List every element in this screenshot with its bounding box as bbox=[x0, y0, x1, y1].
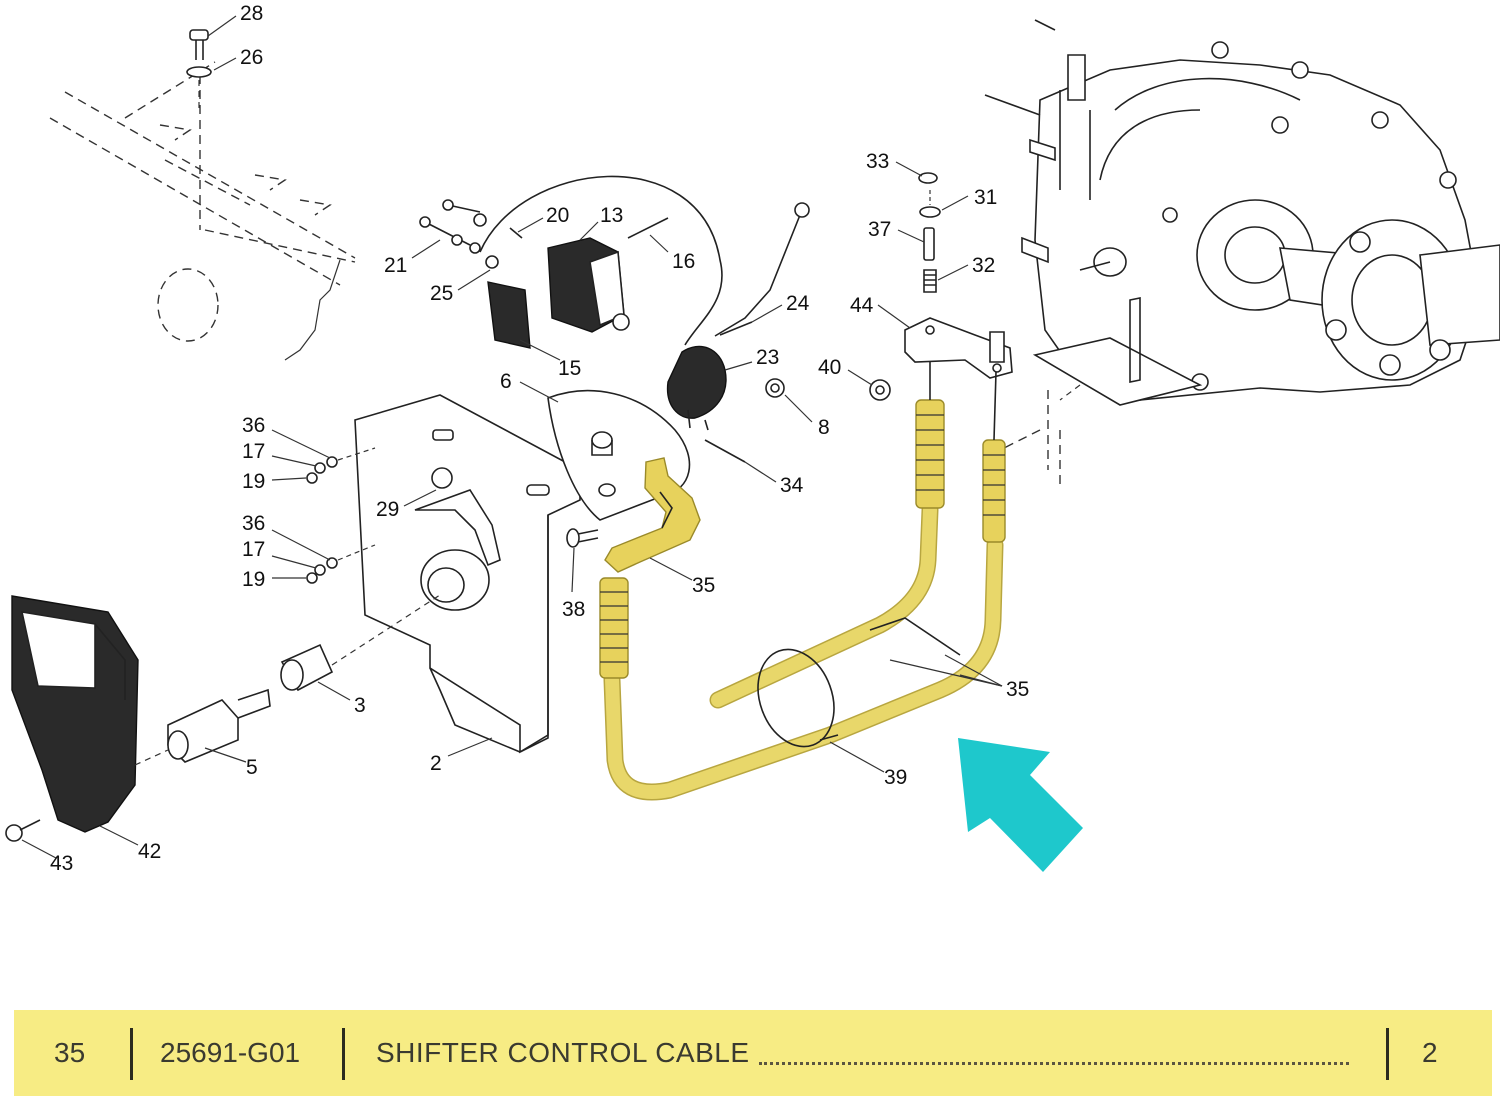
linkage-hardware bbox=[869, 172, 1049, 470]
callout-39: 39 bbox=[884, 766, 907, 789]
callout-24: 24 bbox=[786, 292, 810, 315]
callout-3: 3 bbox=[354, 694, 366, 717]
leader-dots bbox=[759, 1062, 1349, 1065]
shift-lever bbox=[604, 457, 701, 573]
callout-33: 33 bbox=[866, 150, 889, 173]
shift-knob bbox=[11, 595, 139, 833]
column-divider bbox=[130, 1028, 133, 1080]
callout-36-lower: 36 bbox=[242, 512, 265, 535]
callout-37: 37 bbox=[868, 218, 891, 241]
callout-15: 15 bbox=[558, 357, 581, 380]
callout-17-lower: 17 bbox=[242, 538, 265, 561]
callout-40: 40 bbox=[818, 356, 841, 379]
callout-17-upper: 17 bbox=[242, 440, 265, 463]
cable-tie bbox=[757, 648, 839, 748]
arrow-pointer-icon bbox=[958, 738, 1083, 872]
callout-28: 28 bbox=[240, 2, 263, 25]
callout-labels: 28 26 20 13 16 21 25 15 24 23 6 8 34 36 … bbox=[50, 2, 1029, 875]
solenoid-assembly bbox=[419, 175, 810, 349]
buzzer-assembly bbox=[666, 321, 785, 463]
part-number: 25691-G01 bbox=[160, 1037, 301, 1068]
part-description: SHIFTER CONTROL CABLE bbox=[376, 1037, 750, 1068]
callout-19-lower: 19 bbox=[242, 568, 265, 591]
parts-list-row: 35 25691-G01 SHIFTER CONTROL CABLE 2 bbox=[14, 1010, 1492, 1096]
callout-8: 8 bbox=[818, 416, 830, 439]
callout-6: 6 bbox=[500, 370, 512, 393]
callout-19-upper: 19 bbox=[242, 470, 265, 493]
column-divider bbox=[1386, 1028, 1389, 1080]
callout-35-lever: 35 bbox=[692, 574, 715, 597]
bolt-and-washer bbox=[186, 29, 212, 112]
fastener-set-lower bbox=[306, 544, 376, 584]
frame-rail bbox=[49, 61, 356, 361]
callout-36-upper: 36 bbox=[242, 414, 265, 437]
callout-35-cables: 35 bbox=[1006, 678, 1029, 701]
callout-23: 23 bbox=[756, 346, 779, 369]
callout-29: 29 bbox=[376, 498, 399, 521]
callout-2: 2 bbox=[430, 752, 442, 775]
column-divider bbox=[342, 1028, 345, 1080]
callout-38: 38 bbox=[562, 598, 585, 621]
spacer bbox=[280, 643, 334, 692]
callout-42: 42 bbox=[138, 840, 161, 863]
shifter-control-cable-a bbox=[599, 371, 1006, 801]
transaxle bbox=[984, 19, 1500, 490]
item-number: 35 bbox=[54, 1037, 86, 1068]
knob-adapter bbox=[167, 688, 271, 763]
callout-43: 43 bbox=[50, 852, 73, 875]
leader-lines bbox=[21, 15, 1003, 859]
bracket-plate bbox=[354, 394, 581, 754]
exploded-parts-diagram: 28 26 20 13 16 21 25 15 24 23 6 8 34 36 … bbox=[5, 2, 1500, 875]
quantity: 2 bbox=[1422, 1037, 1438, 1068]
callout-44: 44 bbox=[850, 294, 874, 317]
callout-32: 32 bbox=[972, 254, 995, 277]
callout-16: 16 bbox=[672, 250, 695, 273]
knob-screw bbox=[5, 819, 41, 842]
fastener-set-upper bbox=[306, 447, 376, 484]
callout-21: 21 bbox=[384, 254, 407, 277]
callout-13: 13 bbox=[600, 204, 623, 227]
callout-25: 25 bbox=[430, 282, 453, 305]
pin bbox=[566, 528, 599, 548]
shifter-control-cable-b bbox=[709, 362, 961, 709]
callout-31: 31 bbox=[974, 186, 997, 209]
callout-26: 26 bbox=[240, 46, 263, 69]
callout-5: 5 bbox=[246, 756, 258, 779]
callout-34: 34 bbox=[780, 474, 804, 497]
callout-20: 20 bbox=[546, 204, 569, 227]
